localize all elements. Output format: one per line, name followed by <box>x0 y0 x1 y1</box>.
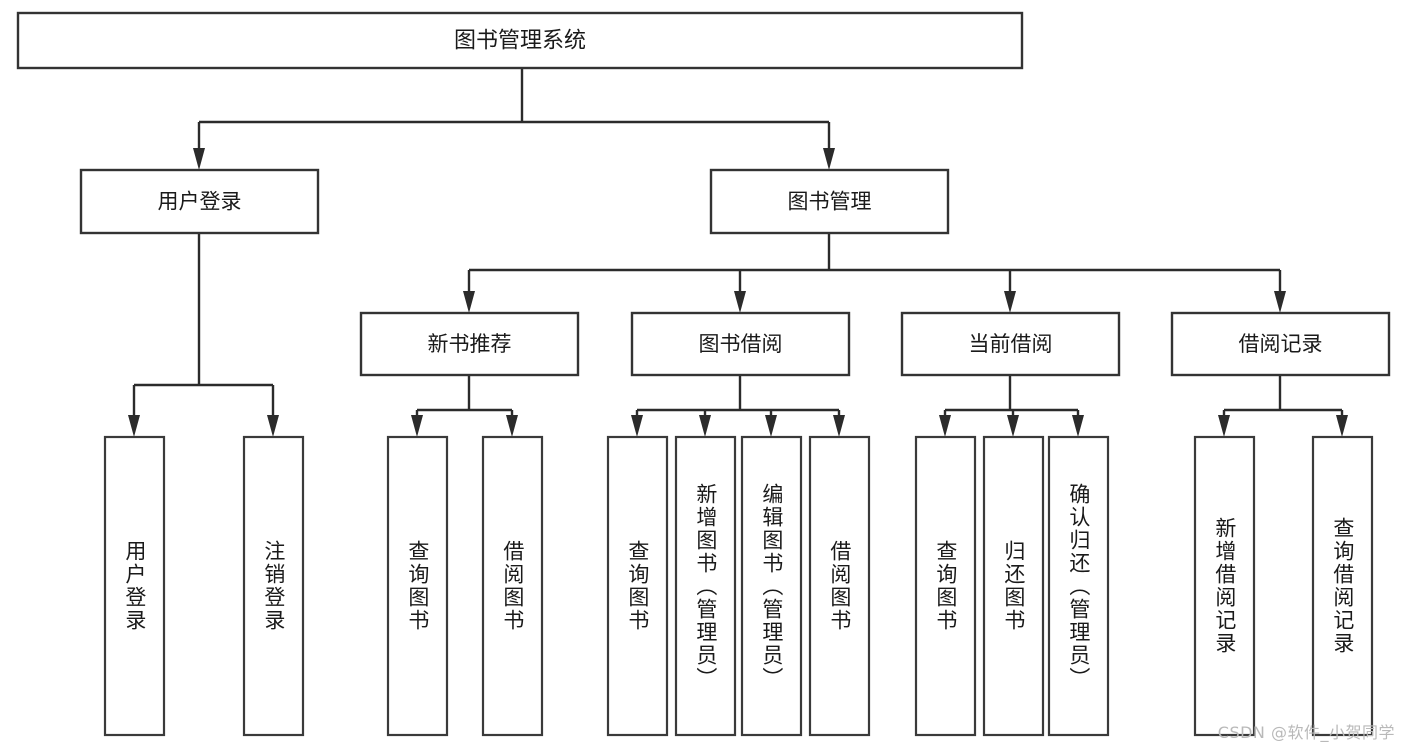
leaf-node-box-10[interactable] <box>1047 435 1110 737</box>
leaf-node-box-12[interactable] <box>1311 435 1374 737</box>
root-node-box[interactable] <box>16 11 1024 70</box>
level2-node-box-0[interactable] <box>79 168 320 235</box>
level2-node-label-0: 用户登录 <box>158 190 242 214</box>
level3-node-label-3: 借阅记录 <box>1239 332 1323 356</box>
bookmgmt-drop-0-head <box>463 291 475 313</box>
level3-node-label-1: 图书借阅 <box>699 332 783 356</box>
l3-drop-1-2-head <box>765 415 777 437</box>
node-box-layer <box>16 11 1391 737</box>
bookmgmt-drop-1-head <box>734 291 746 313</box>
bookmgmt-drop-2-head <box>1004 291 1016 313</box>
l3-drop-2-0-head <box>939 415 951 437</box>
leaf-node-box-3[interactable] <box>481 435 544 737</box>
leaf-node-box-7[interactable] <box>808 435 871 737</box>
level2-node-box-1[interactable] <box>709 168 950 235</box>
leaf-node-box-4[interactable] <box>606 435 669 737</box>
root-node-label: 图书管理系统 <box>454 29 586 54</box>
leaf-node-box-0[interactable] <box>103 435 166 737</box>
login-drop-0-head <box>128 415 140 437</box>
level2-node-label-1: 图书管理 <box>788 190 872 214</box>
level3-node-label-0: 新书推荐 <box>428 332 512 356</box>
l3-drop-2-2-head <box>1072 415 1084 437</box>
l3-drop-0-1-head <box>506 415 518 437</box>
leaf-node-box-9[interactable] <box>982 435 1045 737</box>
l3-drop-1-0-head <box>631 415 643 437</box>
root-drop-0-head <box>193 148 205 170</box>
leaf-node-box-2[interactable] <box>386 435 449 737</box>
level3-node-box-1[interactable] <box>630 311 851 377</box>
leaf-node-box-8[interactable] <box>914 435 977 737</box>
l3-drop-3-0-head <box>1218 415 1230 437</box>
leaf-node-box-6[interactable] <box>740 435 803 737</box>
l3-drop-1-3-head <box>833 415 845 437</box>
leaf-node-box-1[interactable] <box>242 435 305 737</box>
l3-drop-3-1-head <box>1336 415 1348 437</box>
root-drop-1-head <box>823 148 835 170</box>
level3-node-box-3[interactable] <box>1170 311 1391 377</box>
level3-node-label-2: 当前借阅 <box>969 332 1053 356</box>
l3-drop-1-1-head <box>699 415 711 437</box>
connector-layer <box>128 68 1348 437</box>
l3-drop-2-1-head <box>1007 415 1019 437</box>
login-drop-1-head <box>267 415 279 437</box>
l3-drop-0-0-head <box>411 415 423 437</box>
csdn-watermark: CSDN @软件_小贺同学 <box>1217 723 1395 742</box>
leaf-node-box-11[interactable] <box>1193 435 1256 737</box>
leaf-node-box-5[interactable] <box>674 435 737 737</box>
level3-node-box-2[interactable] <box>900 311 1121 377</box>
bookmgmt-drop-3-head <box>1274 291 1286 313</box>
level3-node-box-0[interactable] <box>359 311 580 377</box>
